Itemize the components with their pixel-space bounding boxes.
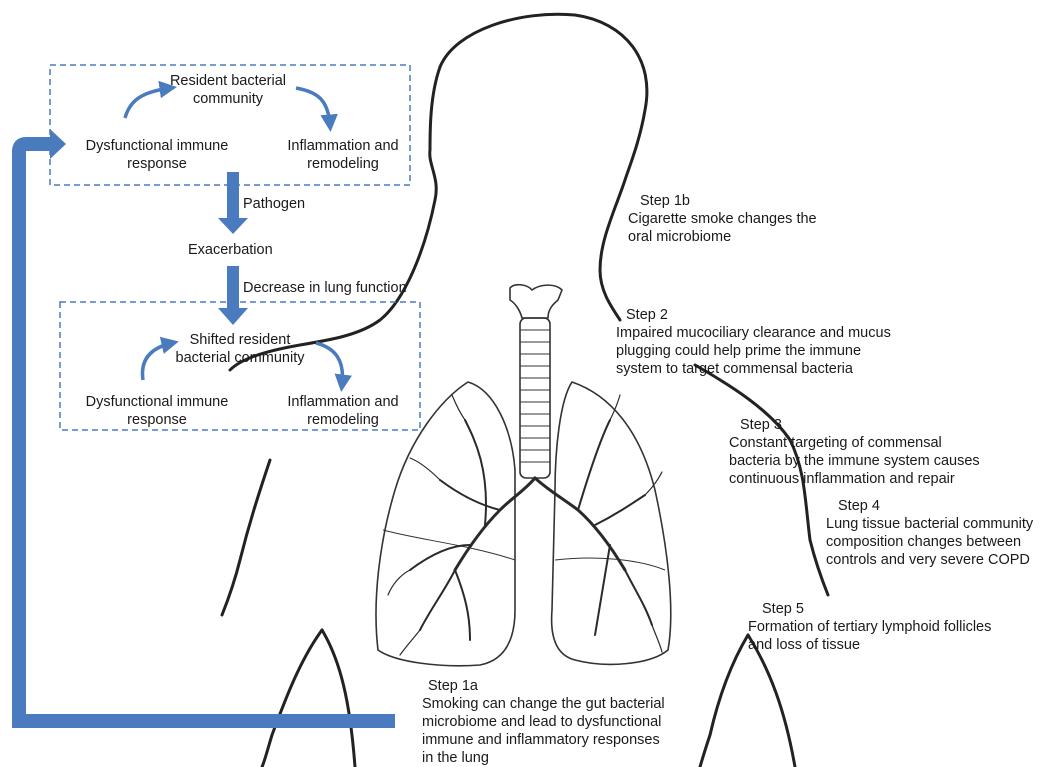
decrease-label: Decrease in lung function <box>243 279 407 297</box>
top-right-curve-arrow <box>296 88 330 125</box>
head-outline <box>440 14 647 320</box>
neck-left-outline <box>230 67 440 370</box>
step-2-annotation: Step 2 Impaired mucociliary clearance an… <box>616 306 891 378</box>
step-1a-annotation: Step 1a Smoking can change the gut bacte… <box>422 677 665 767</box>
exacerbation-label: Exacerbation <box>188 241 273 259</box>
step-5-annotation: Step 5 Formation of tertiary lymphoid fo… <box>748 600 991 654</box>
trachea-rings <box>520 330 550 462</box>
bronchial-tree <box>388 395 662 655</box>
larynx <box>510 285 562 318</box>
right-lung <box>552 382 671 664</box>
arm-left-inner-outline-2 <box>322 630 355 767</box>
body-outline <box>222 14 828 767</box>
right-lung-lobe-line <box>555 558 665 570</box>
arm-left-inner-outline <box>262 630 322 767</box>
left-lung-lobe-line <box>383 530 515 560</box>
arm-right-outer-outline <box>748 635 795 767</box>
arm-left-outline <box>222 460 270 615</box>
pathogen-label: Pathogen <box>243 195 305 213</box>
arm-right-inner-outline <box>700 635 748 767</box>
